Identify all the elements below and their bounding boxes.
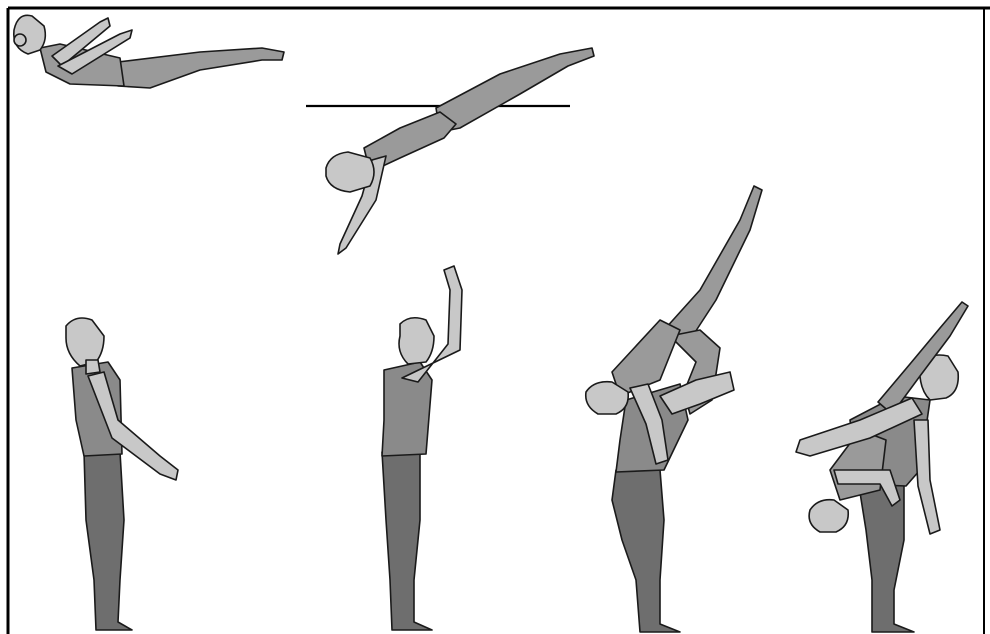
base-flyer-rolling-over bbox=[796, 302, 968, 632]
base-one-arm-raised bbox=[382, 266, 462, 630]
flyer-diving-descent bbox=[326, 48, 594, 254]
base-catching-flyer bbox=[586, 186, 762, 632]
base-standing-arms-down bbox=[66, 318, 178, 630]
flyer-horizontal-flight bbox=[14, 15, 284, 88]
